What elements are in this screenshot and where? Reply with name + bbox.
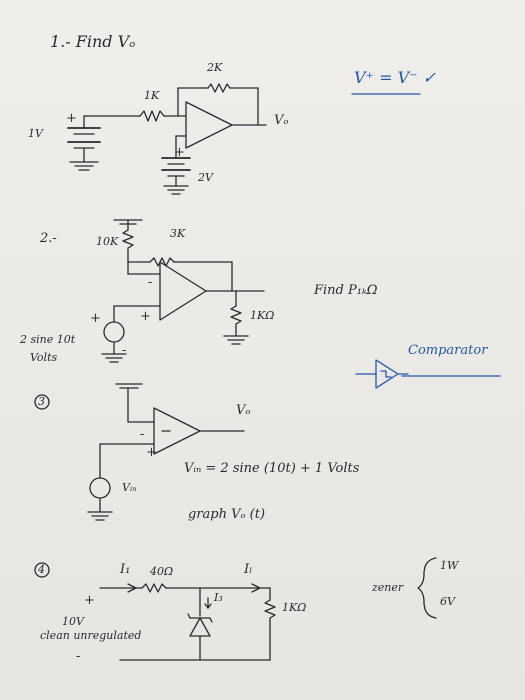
problem4-load-label: 1KΩ [282, 601, 307, 614]
problem1-note: V⁺ = V⁻ ✓ [354, 68, 437, 87]
problem2-load-label: 1KΩ [250, 309, 275, 322]
problem1-source-bottom-label: 2V [198, 171, 213, 184]
circuit-2 [101, 219, 501, 389]
problem2-minus-source: - [122, 343, 127, 358]
problem2-number: 2.- [40, 231, 57, 246]
problem1-plus-left: + [66, 111, 77, 126]
problem4-number: 4 [38, 563, 45, 576]
problem1-r-feedback-label: 2K [207, 61, 223, 74]
problem2-plus-source: + [90, 311, 101, 326]
problem3-number: 3 [38, 395, 45, 408]
problem1-output-label: Vₒ [274, 113, 289, 128]
problem1-title: 1.- Find Vₒ [50, 32, 136, 51]
problem4-zener-label: zener [372, 581, 404, 594]
problem2-task: Find P₁ₖΩ [314, 283, 378, 298]
problem3-task: graph Vₒ (t) [188, 507, 266, 522]
problem2-plus-amp: + [140, 309, 151, 324]
problem2-pot-label: 10K [96, 235, 119, 248]
problem4-il-label: Iₗ [244, 562, 253, 577]
problem2-r-feedback-label: 3K [170, 227, 186, 240]
problem2-minus-amp: - [148, 275, 153, 290]
problem4-minus: - [76, 649, 81, 664]
problem4-zener-power: 1W [440, 559, 459, 572]
circuit-1 [67, 83, 421, 195]
problem1-r-input-label: 1K [144, 89, 160, 102]
problem4-i1-label: I₁ [120, 562, 131, 577]
problem3-minus: - [140, 427, 145, 442]
problem4-iz-label: I₃ [214, 591, 223, 604]
problem1-plus-bottom: + [174, 145, 185, 160]
problem4-zener-voltage: 6V [440, 595, 455, 608]
problem4-source-line1: 10V [62, 615, 84, 628]
circuit-3 [34, 383, 245, 521]
problem3-plus: + [146, 445, 157, 460]
problem4-plus: + [84, 593, 95, 608]
problem1-source-left-label: 1V [28, 127, 43, 140]
problem2-source-line2: Volts [30, 351, 58, 364]
problem3-output-label: Vₒ [236, 403, 251, 418]
problem3-equation: Vᵢₙ = 2 sine (10t) + 1 Volts [184, 461, 360, 476]
problem3-source-label: Vᵢₙ [122, 481, 137, 494]
problem4-source-line2: clean unregulated [40, 629, 142, 642]
circuit-4 [34, 557, 437, 661]
problem2-comparator-note: Comparator [408, 343, 488, 358]
problem4-r-series-label: 40Ω [150, 565, 174, 578]
problem2-source-line1: 2 sine 10t [20, 333, 76, 346]
